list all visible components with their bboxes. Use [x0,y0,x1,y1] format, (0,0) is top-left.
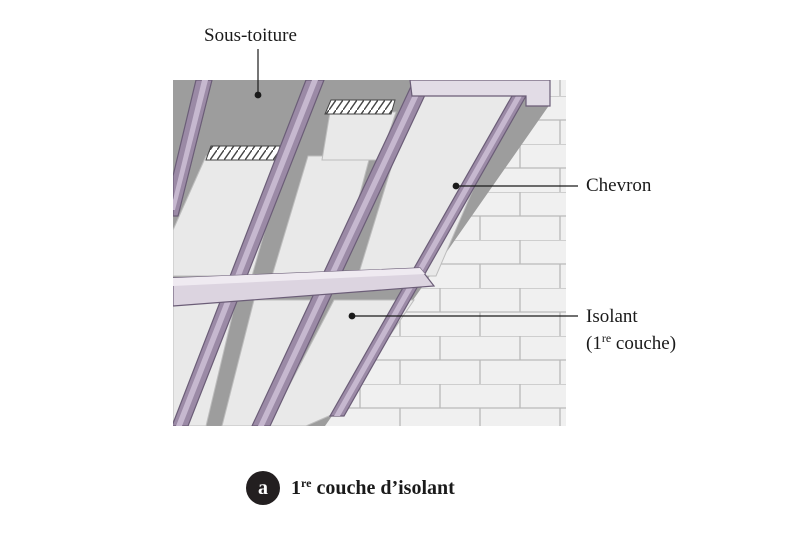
isolant-text: Isolant [586,306,638,327]
caption-badge: a [246,471,280,505]
leader-dots [254,91,460,320]
isolant-label: Isolant [586,305,638,329]
sous-toiture-label: Sous-toiture [204,24,297,48]
couche-open: (1 [586,333,602,354]
insulation-batts-upper [173,80,521,277]
caption-rest: couche d’isolant [311,476,455,499]
rafter-highlights [173,80,522,426]
couche-label: (1re couche) [586,332,676,356]
sous-toiture-dot [254,91,262,99]
isolant-dot [348,312,356,320]
leader-lines [257,49,578,317]
couche-sup: re [601,331,612,345]
figure-caption: a 1re couche d’isolant [246,471,455,505]
chevron-dot [452,182,460,190]
mineral-wool-strips [205,99,396,161]
couche-rest: couche) [611,333,677,354]
rafter-1 [173,80,213,217]
caption-prefix: 1 [291,476,301,499]
chevron-text: Chevron [586,175,652,196]
caption-sup: re [301,475,312,490]
chevron-label: Chevron [586,174,651,198]
sous-toiture-text: Sous-toiture [204,25,297,46]
caption-text: 1re couche d’isolant [291,477,455,500]
purlin-top-face [173,268,425,286]
ridge-board [409,80,551,107]
